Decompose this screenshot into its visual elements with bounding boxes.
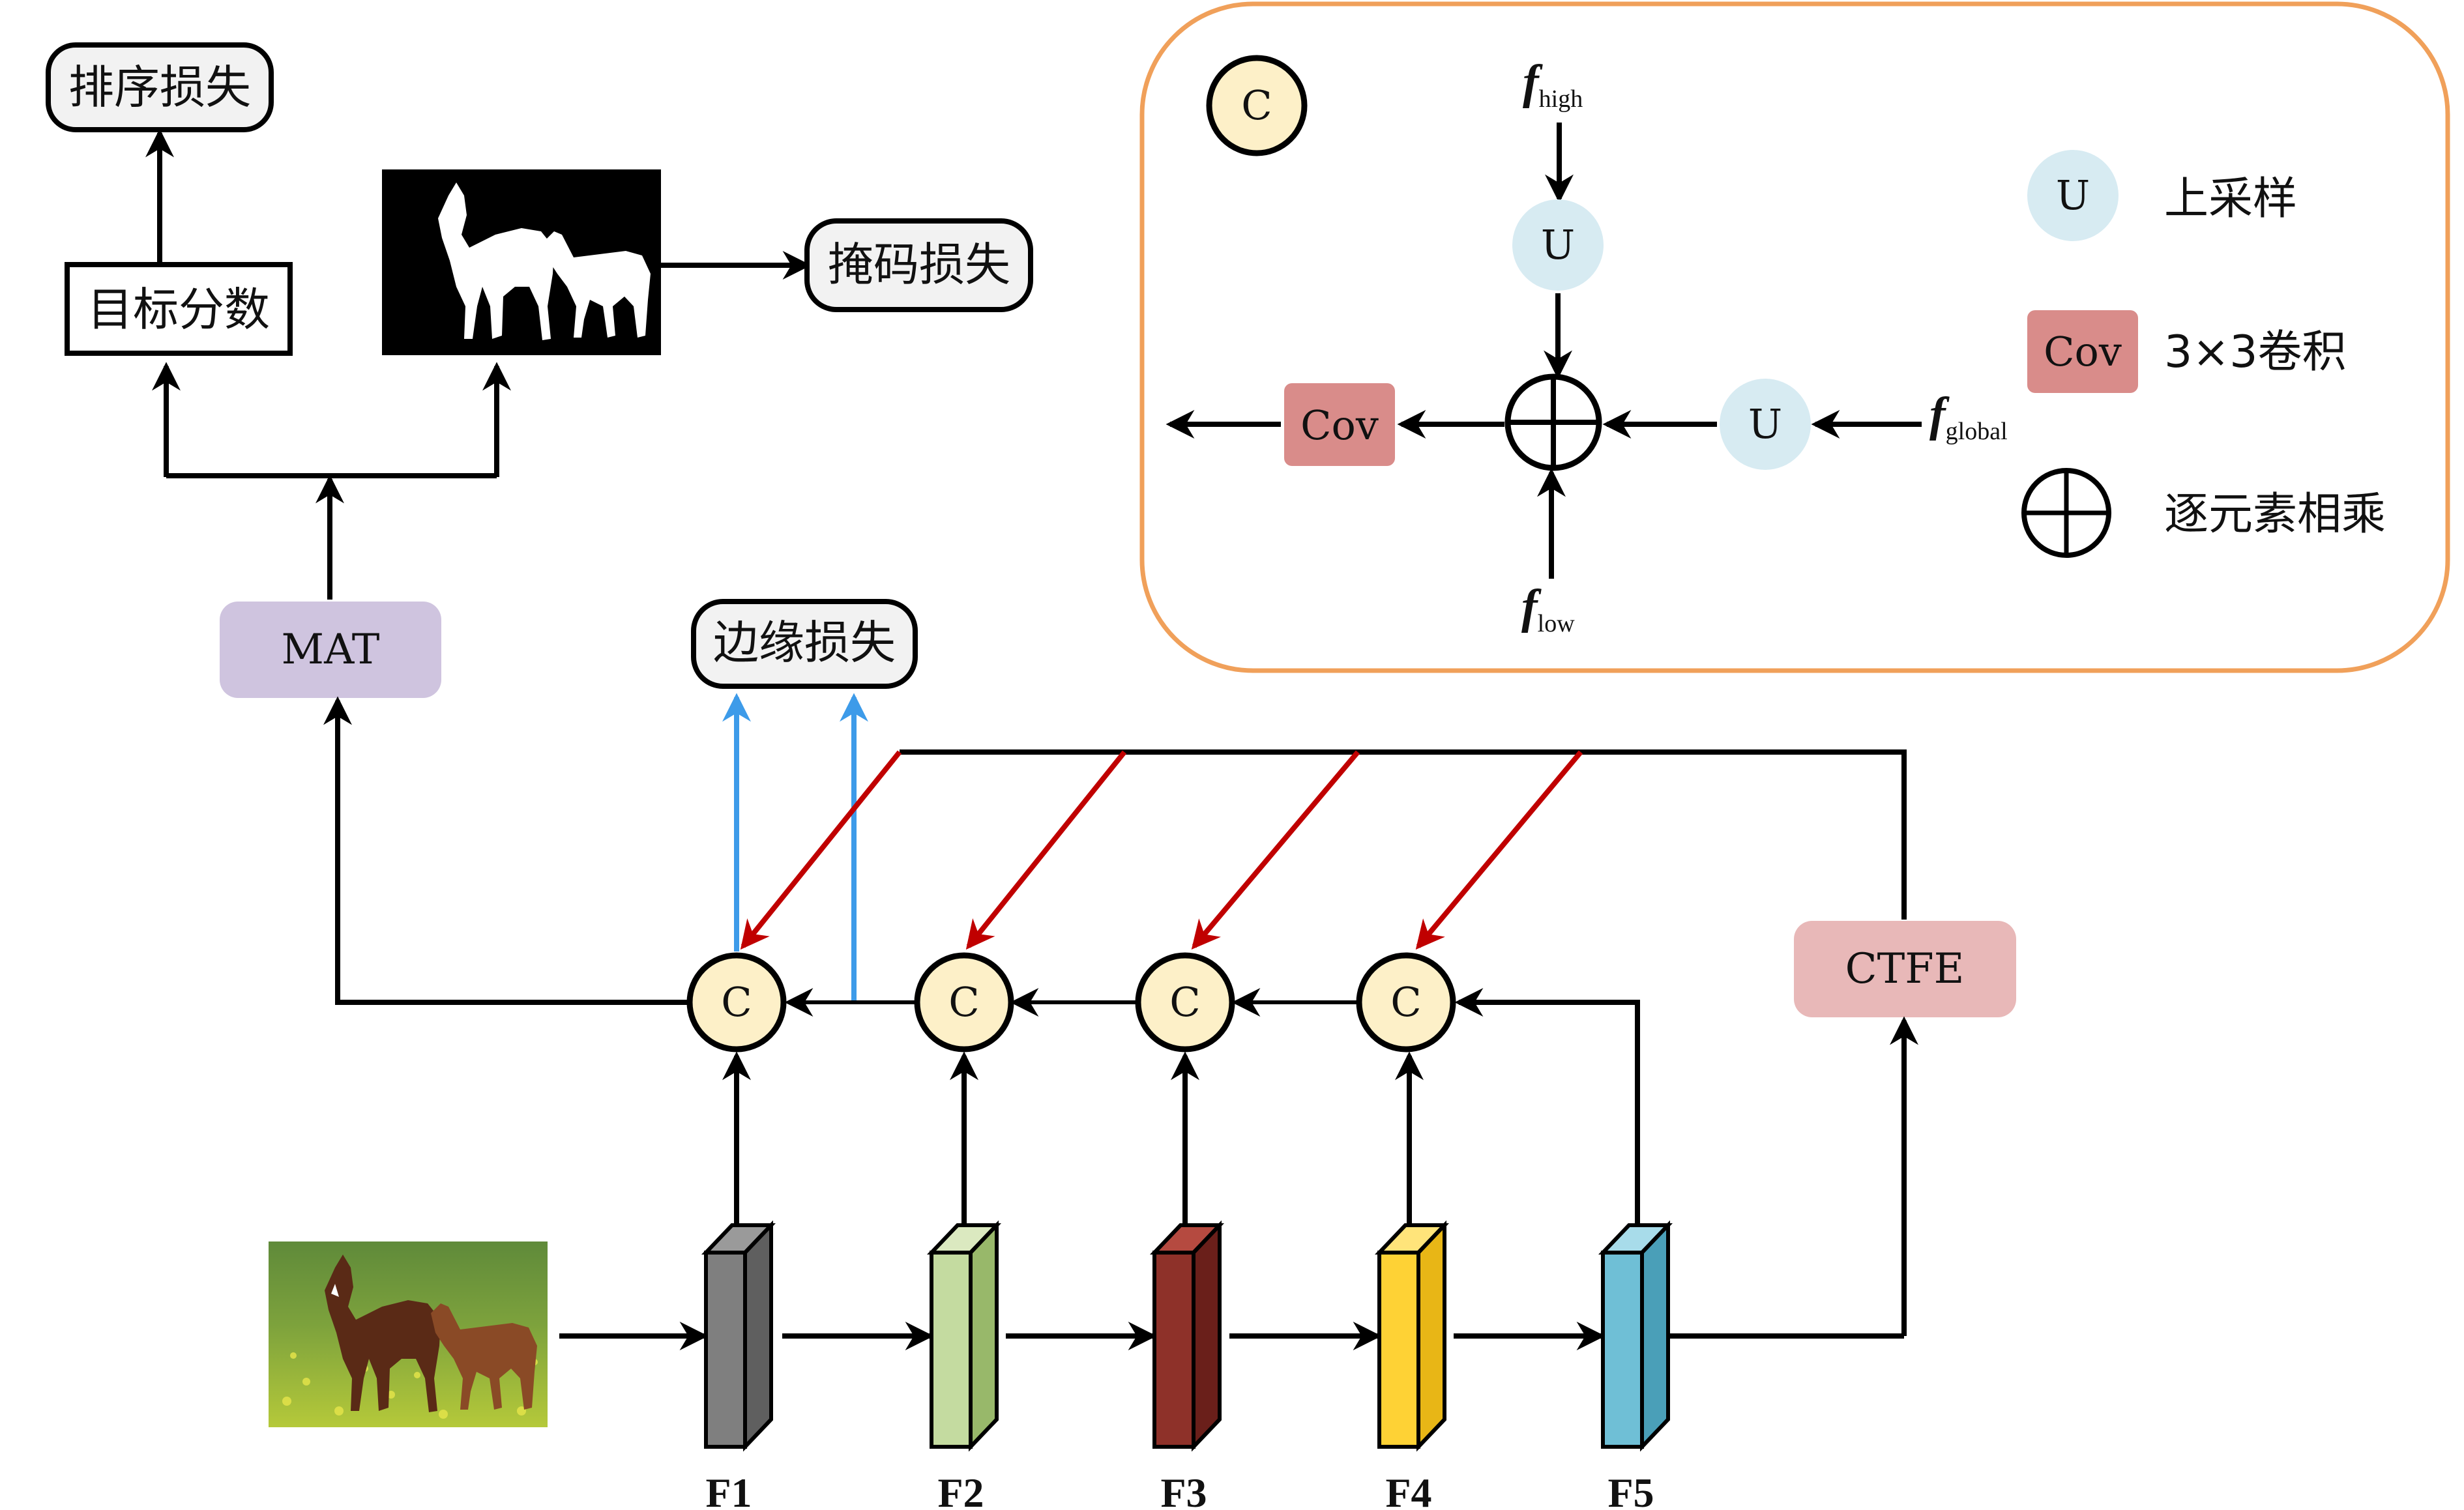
arrow-c1-to-mat xyxy=(323,696,688,1005)
edge-loss-box: 边缘损失 xyxy=(691,599,918,689)
mask-loss-label: 掩码损失 xyxy=(828,238,1010,291)
concat-node-4-label: C xyxy=(1390,978,1421,1026)
legend-upsample-symbol: U xyxy=(2056,171,2090,219)
legend-item-conv: Cov 3×3卷积 xyxy=(2027,310,2347,393)
feature-label-f2: F2 xyxy=(937,1470,984,1510)
concat-node-1-label: C xyxy=(721,978,752,1026)
legend-conv-text: 3×3卷积 xyxy=(2164,327,2347,378)
ranking-loss-box: 排序损失 xyxy=(46,42,274,132)
target-score-box: 目标分数 xyxy=(65,262,293,356)
feature-block-f1 xyxy=(701,1220,776,1452)
predicted-mask-image xyxy=(382,169,661,355)
red-arrow-to-c1 xyxy=(740,750,902,950)
inset-concat-node: C xyxy=(1206,55,1308,156)
feature-block-f2 xyxy=(927,1220,1001,1452)
ctfe-module: CTFE xyxy=(1794,921,2016,1017)
edge-loss-label: 边缘损失 xyxy=(713,616,896,669)
feature-label-f4: F4 xyxy=(1385,1470,1431,1510)
ctfe-label: CTFE xyxy=(1845,945,1965,993)
concat-node-4: C xyxy=(1356,952,1456,1053)
arrow-f5-to-c4 xyxy=(1454,988,1640,1227)
inset-concat-label: C xyxy=(1241,81,1272,129)
red-arrow-to-c3 xyxy=(1191,750,1360,950)
concat-node-3: C xyxy=(1135,952,1235,1053)
mask-loss-box: 掩码损失 xyxy=(804,218,1033,312)
legend-conv-symbol: Cov xyxy=(2044,328,2122,375)
inset-upsample-top: U xyxy=(1512,199,1604,291)
feature-block-f5 xyxy=(1598,1220,1673,1452)
concat-node-2-label: C xyxy=(948,978,979,1026)
concat-node-2: C xyxy=(914,952,1014,1053)
feature-block-f3 xyxy=(1150,1220,1224,1452)
inset-upsample-right: U xyxy=(1720,379,1811,470)
red-arrow-to-c4 xyxy=(1415,750,1583,950)
feature-block-f4 xyxy=(1375,1220,1449,1452)
inset-conv-label: Cov xyxy=(1300,401,1379,449)
inset-conv-box: Cov xyxy=(1284,383,1395,466)
mat-module: MAT xyxy=(220,602,441,698)
concat-node-1: C xyxy=(686,952,787,1053)
legend-upsample-text: 上采样 xyxy=(2164,173,2297,225)
feature-label-f1: F1 xyxy=(705,1470,752,1510)
legend-panel-border xyxy=(1139,1,2450,673)
concat-node-3-label: C xyxy=(1169,978,1200,1026)
legend-item-upsample: U 上采样 xyxy=(2027,150,2297,241)
ranking-loss-label: 排序损失 xyxy=(68,61,251,114)
legend-item-multiply: 逐元素相乘 xyxy=(2021,468,2386,558)
inset-upsample-top-label: U xyxy=(1541,221,1575,269)
legend-multiply-text: 逐元素相乘 xyxy=(2164,489,2386,540)
inset-upsample-right-label: U xyxy=(1748,400,1782,448)
target-score-label: 目标分数 xyxy=(87,283,270,336)
feature-label-f3: F3 xyxy=(1160,1470,1207,1510)
feature-label-f5: F5 xyxy=(1607,1470,1654,1510)
red-arrow-to-c2 xyxy=(965,750,1127,950)
input-image xyxy=(269,1241,548,1427)
legend-panel: C fhigh U flow U fglobal Co xyxy=(1139,1,2450,673)
ctfe-feedback-line xyxy=(900,749,1907,920)
mat-label: MAT xyxy=(282,626,380,674)
inset-multiply-node xyxy=(1504,373,1602,471)
